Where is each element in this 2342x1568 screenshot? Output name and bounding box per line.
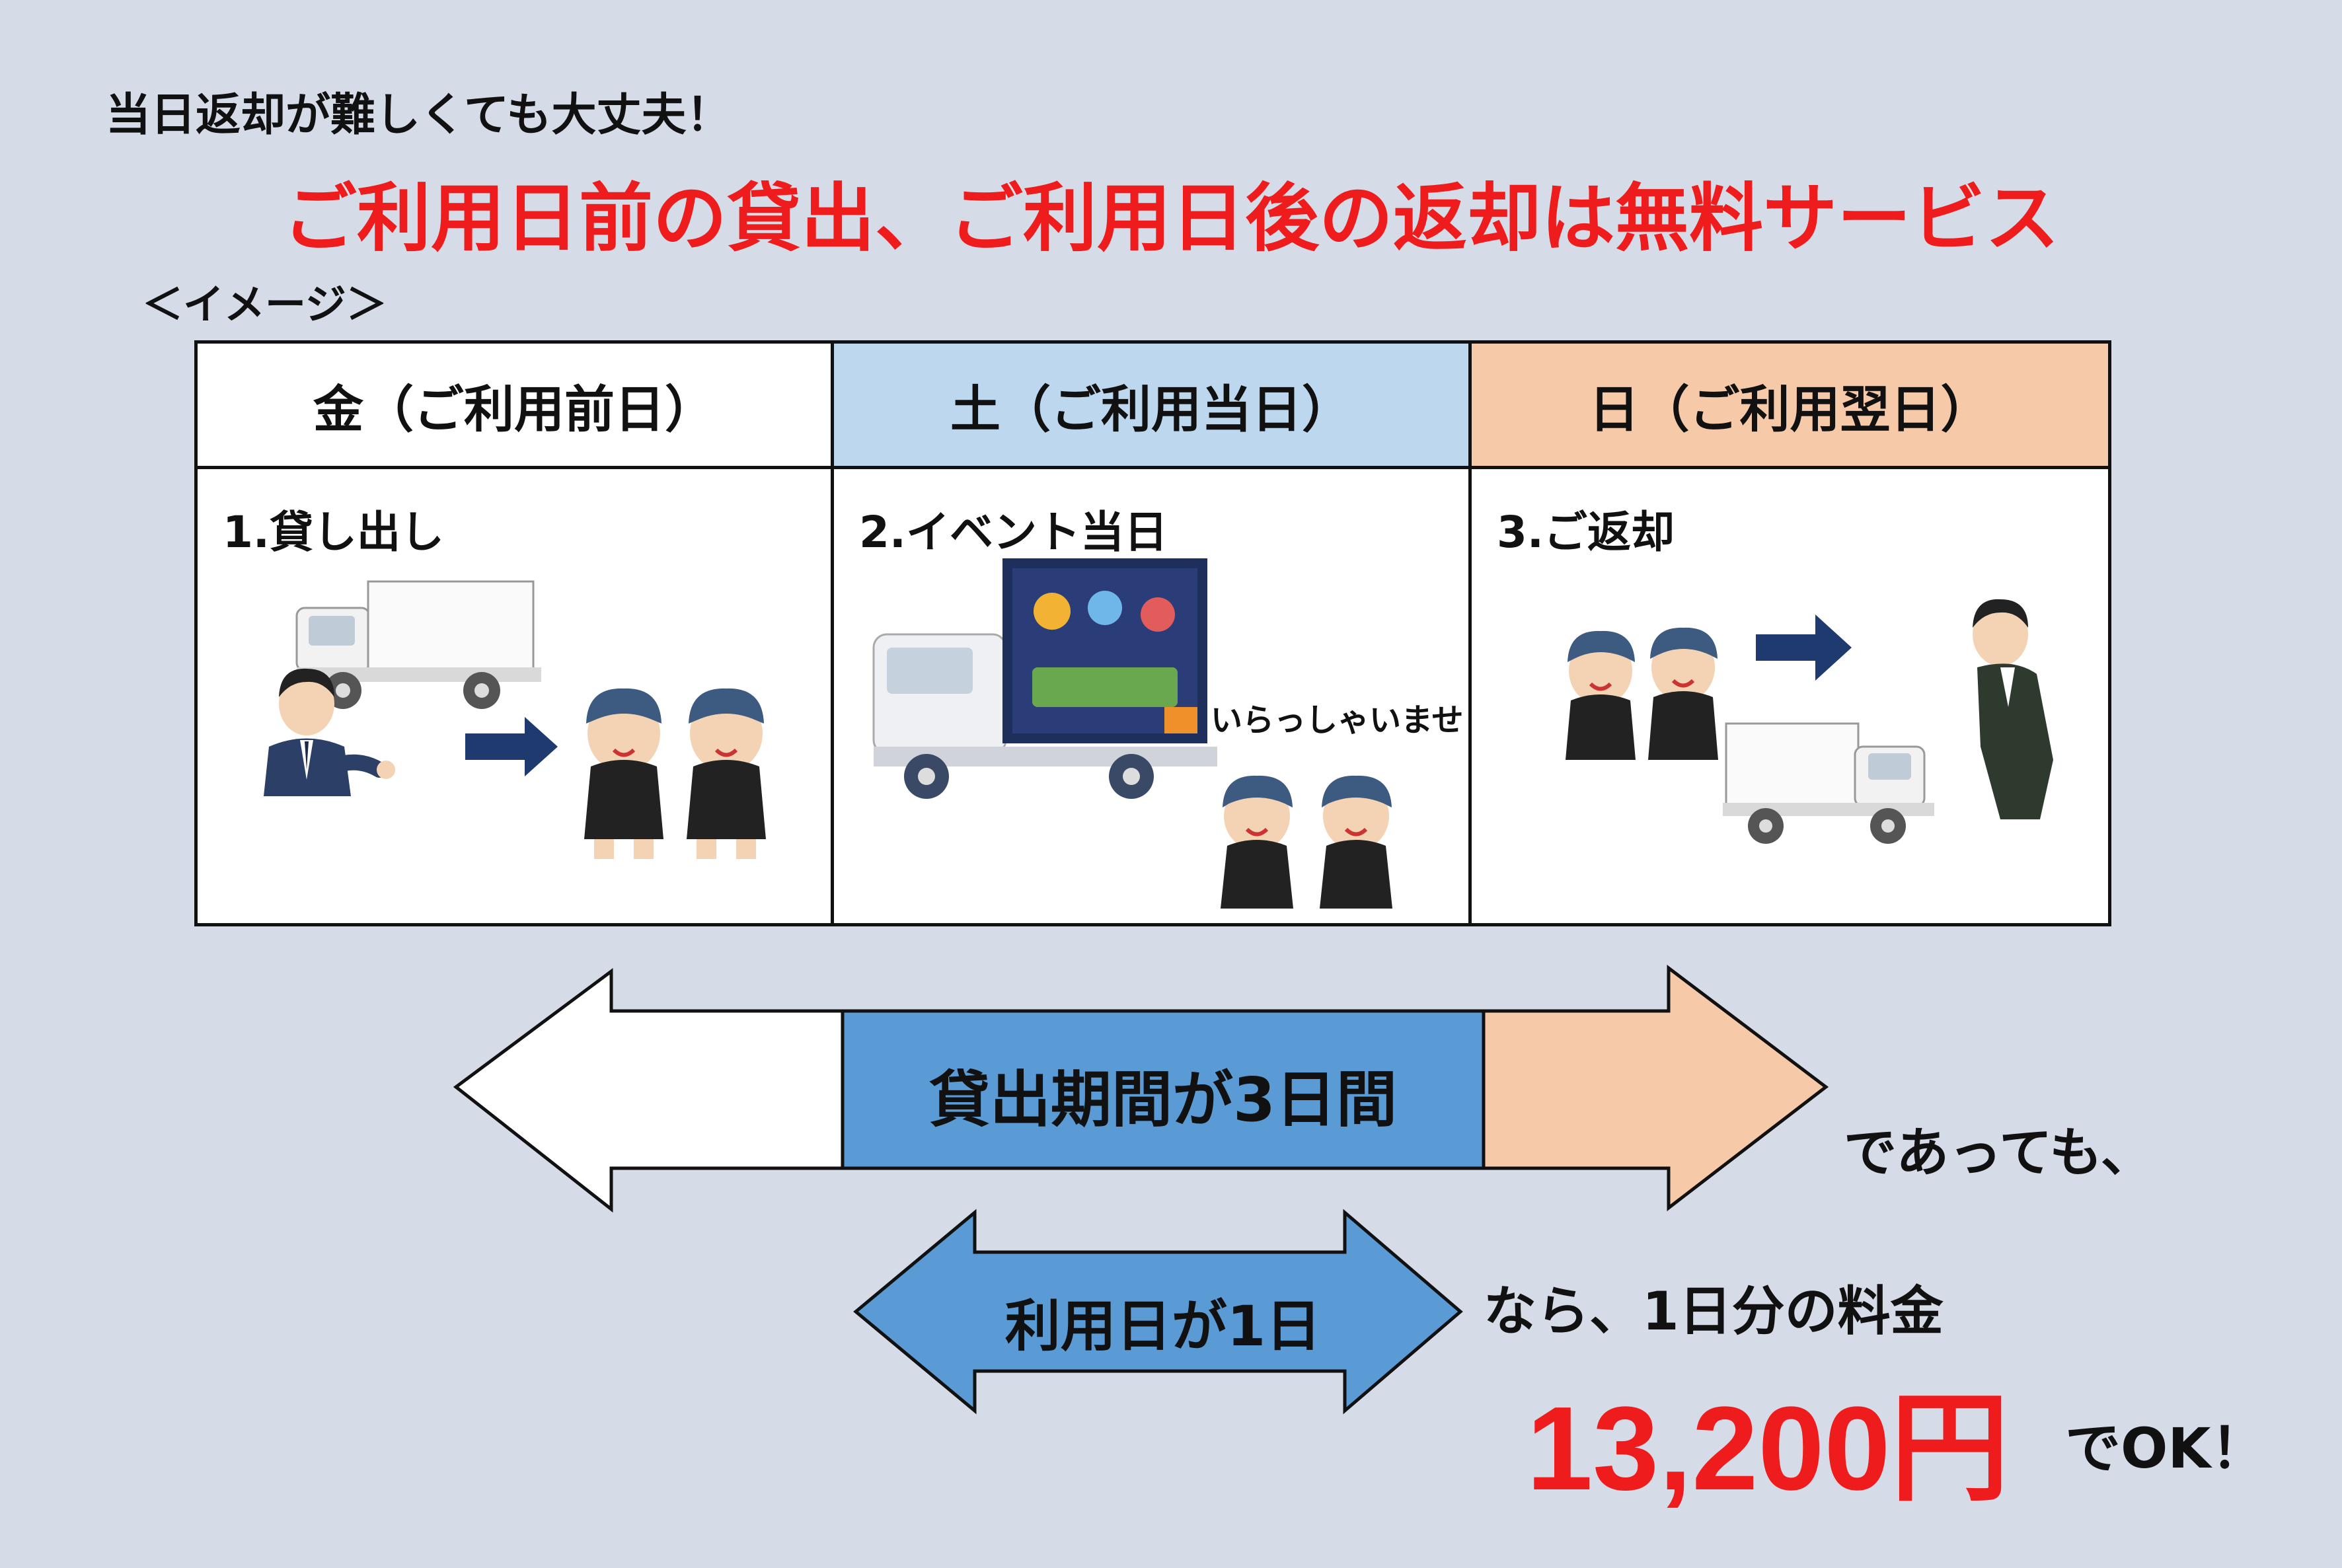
truck-icon	[1723, 722, 1934, 844]
arrow-right-icon	[1756, 615, 1852, 681]
column-sunday: 日（ご利用翌日） 3.ご返却	[1468, 340, 2111, 926]
period-arrow-right-segment	[1482, 964, 1829, 1212]
step-label-event-day: 2.イベント当日	[859, 507, 1168, 558]
headline: ご利用日前の貸出、ご利用日後の返却は無料サービス	[283, 176, 2059, 262]
customers-icon	[1566, 627, 1718, 760]
customers-icon	[584, 688, 766, 859]
truck-icon	[295, 580, 541, 709]
usage-arrow	[853, 1209, 1463, 1415]
staff-icon	[264, 668, 395, 796]
bowing-staff-icon	[1973, 599, 2053, 819]
column-body-friday: 1.貸し出し	[198, 469, 831, 923]
column-header-saturday: 土（ご利用当日）	[834, 344, 1468, 469]
subtitle: 当日返却が難しくても大丈夫！	[106, 89, 732, 141]
column-friday: 金（ご利用前日） 1.貸し出し	[194, 340, 834, 926]
welcome-text: いらっしゃいませ	[1211, 702, 1464, 739]
ok-text: でOK！	[2065, 1416, 2267, 1481]
return-illustration	[1566, 599, 2053, 844]
period-arrow-left-segment	[453, 968, 845, 1213]
period-arrow	[453, 964, 1829, 1213]
food-truck-icon	[872, 558, 1217, 799]
arrow-right-icon	[465, 717, 558, 776]
event-illustration	[872, 558, 1392, 909]
column-header-friday: 金（ご利用前日）	[198, 344, 831, 469]
price: 13,200円	[1527, 1382, 2010, 1515]
column-header-sunday: 日（ご利用翌日）	[1472, 344, 2108, 469]
step-label-return: 3.ご返却	[1497, 507, 1675, 558]
step-label-lending: 1.貸し出し	[223, 507, 444, 558]
price-note: なら、1日分の料金	[1484, 1281, 1944, 1342]
vendors-icon	[1221, 775, 1392, 909]
image-label: ＜イメージ＞	[142, 280, 387, 328]
lending-illustration	[264, 580, 766, 859]
column-saturday: 土（ご利用当日） 2.イベント当日	[831, 340, 1472, 926]
period-label: 貸出期間が3日間	[928, 1064, 1397, 1135]
column-body-sunday: 3.ご返却	[1472, 469, 2108, 923]
schedule-table: 金（ご利用前日） 1.貸し出し	[194, 340, 2111, 926]
column-body-saturday: 2.イベント当日	[834, 469, 1468, 923]
usage-label: 利用日が1日	[1004, 1294, 1322, 1359]
even-if-text: であっても、	[1844, 1122, 2154, 1183]
